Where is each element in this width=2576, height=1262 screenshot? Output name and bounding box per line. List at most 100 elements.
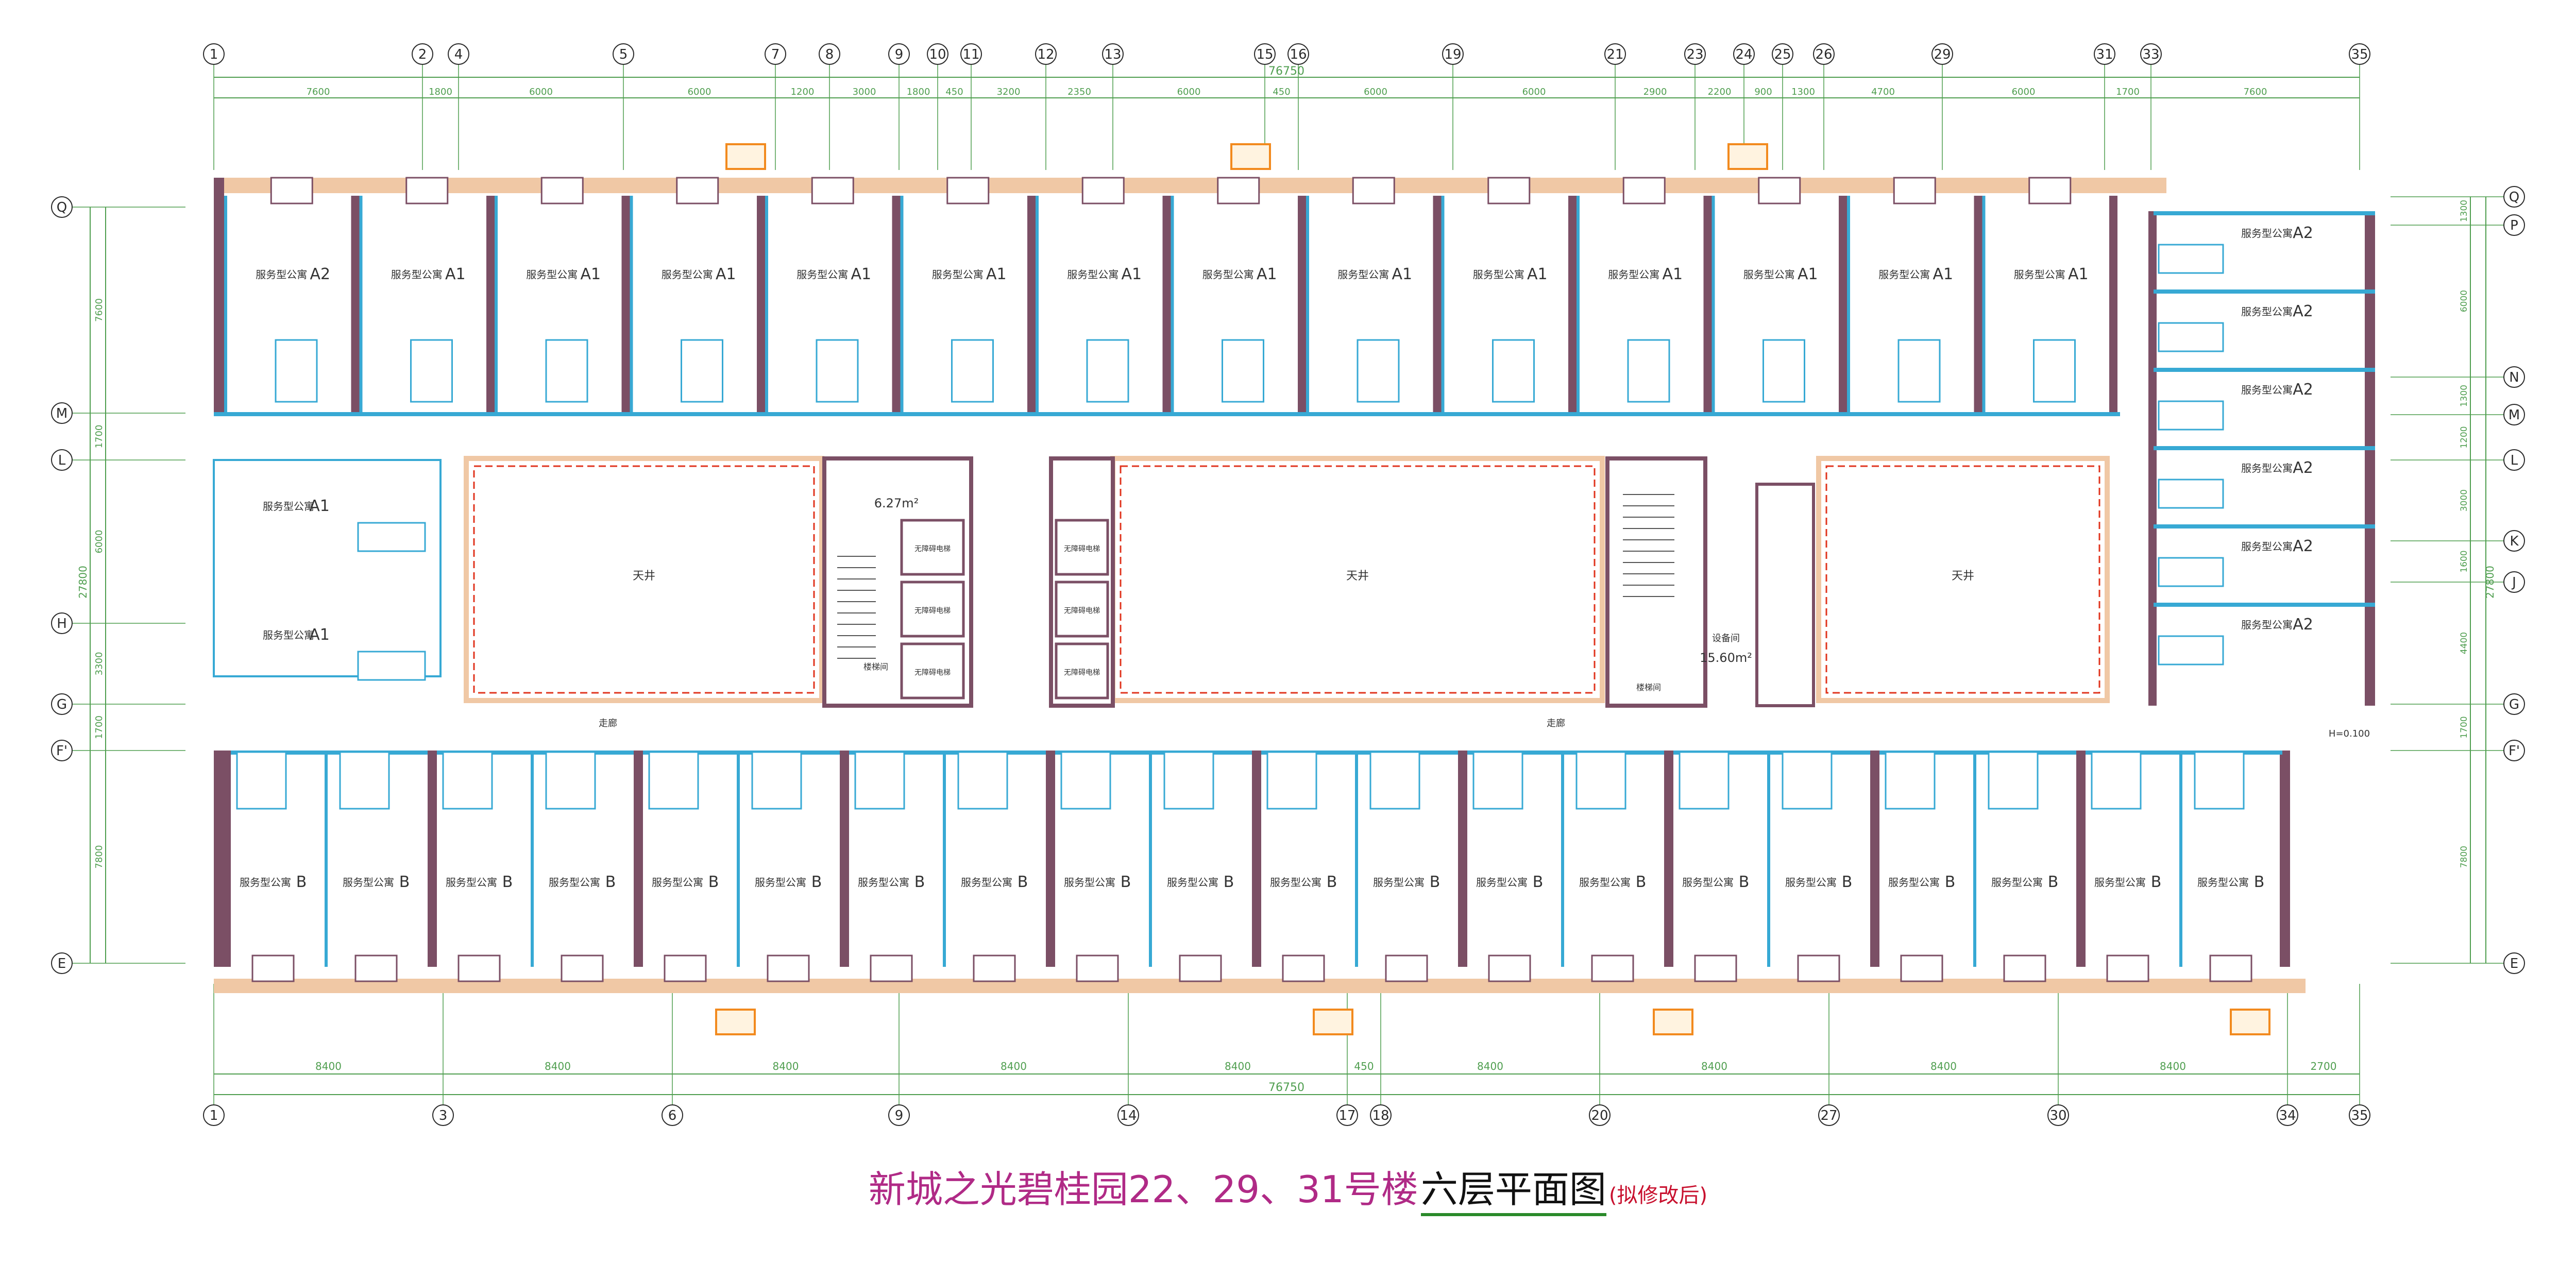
unit-partition: [531, 751, 534, 967]
dim-right-segment: 1300: [2459, 200, 2469, 222]
axis-bottom-label: 14: [1120, 1108, 1137, 1123]
axis-top-label: 11: [962, 47, 979, 62]
axis-bottom-label-circle: [1370, 1104, 1392, 1126]
axis-top-label-circle: [1733, 43, 1755, 65]
dim-top-segment: 7600: [2244, 87, 2267, 97]
axis-bottom-label: 20: [1591, 1108, 1608, 1123]
unit-wall: [840, 751, 849, 967]
dim-bottom-segment: 8400: [1930, 1060, 1957, 1072]
axis-top-label: 12: [1037, 47, 1054, 62]
window-bay: [2003, 954, 2046, 982]
axis-right-label-circle: [2503, 404, 2525, 425]
window-bay: [1385, 954, 1428, 982]
unit-wall: [1298, 196, 1306, 412]
dim-right-segment: 7800: [2459, 846, 2469, 868]
unit-type-label: B: [1533, 873, 1544, 891]
unit-type-label: B: [1636, 873, 1647, 891]
dim-bottom-total: 76750: [1268, 1081, 1304, 1094]
unit-wall: [486, 196, 495, 412]
unit-partition: [630, 196, 633, 412]
unit-type-label: A1: [1527, 265, 1548, 283]
room-label: 服务型公寓: [2014, 268, 2065, 281]
dim-left-segment: 1700: [94, 715, 105, 739]
lift-label: 无障碍电梯: [1064, 669, 1100, 677]
unit-type-label: A1: [716, 265, 736, 283]
bathroom: [951, 339, 994, 403]
dim-bottom-segment: 8400: [1001, 1060, 1027, 1072]
unit-type-label: B: [1121, 873, 1131, 891]
unit-partition: [495, 196, 498, 412]
unit-type-label: A2: [2293, 302, 2313, 320]
window-bay: [540, 177, 584, 204]
room-label: 服务型公寓: [1067, 268, 1118, 281]
dim-left-total: 27800: [77, 566, 89, 599]
axis-right-label-circle: [2503, 186, 2525, 208]
axis-top-label: 31: [2096, 47, 2113, 62]
dim-bottom-segment: 8400: [2160, 1060, 2186, 1072]
axis-bottom-label: 30: [2049, 1108, 2066, 1123]
unit-type-label: A1: [1933, 265, 1953, 283]
room-label: 服务型公寓: [1476, 876, 1528, 889]
unit-type-label: B: [296, 873, 307, 891]
unit-type-label: B: [914, 873, 925, 891]
axis-bottom-label-circle: [1589, 1104, 1611, 1126]
unit-partition: [737, 751, 740, 967]
bathroom: [816, 339, 859, 403]
unit-wall: [621, 196, 630, 412]
bathroom: [2158, 322, 2224, 352]
lift-shaft: [900, 519, 965, 576]
room-label: 服务型公寓: [1991, 876, 2043, 889]
bathroom: [2091, 751, 2142, 810]
axis-top-label-circle: [1254, 43, 1276, 65]
unit-wall: [1433, 196, 1442, 412]
bathroom: [751, 751, 802, 810]
unit-type-label: A1: [986, 265, 1007, 283]
fire-tag: [2230, 1009, 2270, 1035]
unit-type-label: A1: [1392, 265, 1412, 283]
top-corridor-wall: [214, 412, 2120, 416]
window-bay: [1217, 177, 1260, 204]
dim-top-segment: 1200: [791, 87, 815, 97]
dim-left-segment: 6000: [94, 530, 105, 554]
unit-partition: [359, 196, 363, 412]
window-bay: [1488, 954, 1531, 982]
unit-wall: [222, 751, 231, 967]
dim-top-segment: 6000: [529, 87, 553, 97]
window-bay: [870, 954, 913, 982]
room-label: 服务型公寓: [1579, 876, 1631, 889]
dim-top-segment: 3000: [853, 87, 876, 97]
axis-right-label-circle: [2503, 449, 2525, 471]
outer-wall-west-top: [214, 178, 224, 415]
unit-type-label: A1: [309, 626, 330, 644]
axis-right-label: E: [2510, 956, 2518, 971]
axis-top-label-circle: [2349, 43, 2370, 65]
bathroom: [1222, 339, 1264, 403]
dim-top-segment: 6000: [1364, 87, 1387, 97]
axis-top-label: 16: [1290, 47, 1307, 62]
bathroom: [1762, 339, 1805, 403]
dim-bottom-segment: 8400: [315, 1060, 342, 1072]
unit-type-label: A1: [1662, 265, 1683, 283]
bathroom: [545, 339, 588, 403]
unit-partition: [1306, 196, 1309, 412]
axis-top-label-circle: [1931, 43, 1953, 65]
axis-top-label: 21: [1606, 47, 1623, 62]
window-bay: [270, 177, 313, 204]
axis-bottom-label: 9: [895, 1108, 904, 1123]
axis-top-label: 26: [1815, 47, 1832, 62]
corridor-label: 走廊: [1547, 718, 1565, 729]
lift-label: 无障碍电梯: [914, 607, 951, 615]
bathroom: [681, 339, 723, 403]
window-bay: [811, 177, 854, 204]
stair-label: 楼梯间: [1636, 683, 1661, 692]
courtyard-label: 天井: [633, 570, 655, 583]
revision-note: (拟修改后): [1608, 1184, 1708, 1207]
unit-type-label: A2: [2293, 537, 2313, 555]
unit-wall: [351, 196, 360, 412]
unit-partition: [765, 196, 768, 412]
axis-top-label-circle: [1604, 43, 1626, 65]
outer-wall-east-bottom: [2280, 751, 2290, 967]
unit-partition: [943, 751, 946, 967]
axis-left-label: Q: [57, 200, 67, 215]
